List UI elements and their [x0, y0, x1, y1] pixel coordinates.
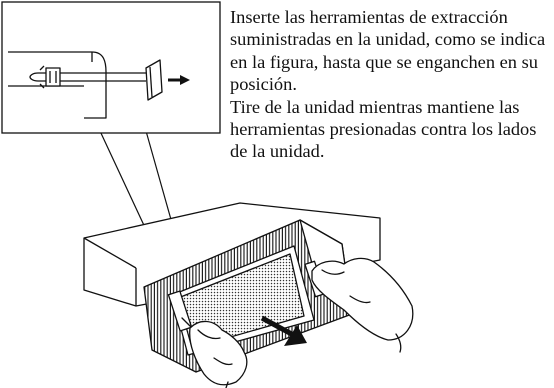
instructions-text: Inserte las herramientas de extracción s…	[230, 6, 552, 163]
car-stereo-unit-icon	[83, 202, 381, 373]
instruction-paragraph-2: Tire de la unidad mientras mantiene las …	[230, 96, 537, 162]
left-hand-icon	[181, 317, 248, 388]
pull-direction-arrow-icon	[260, 315, 307, 346]
detail-inset-frame	[1, 1, 221, 134]
extraction-tool-icon	[8, 51, 163, 119]
tool-direction-arrow-icon	[168, 75, 190, 85]
instruction-paragraph-1: Inserte las herramientas de extracción s…	[230, 7, 546, 95]
detail-inset	[1, 1, 221, 134]
right-hand-icon	[311, 257, 414, 353]
